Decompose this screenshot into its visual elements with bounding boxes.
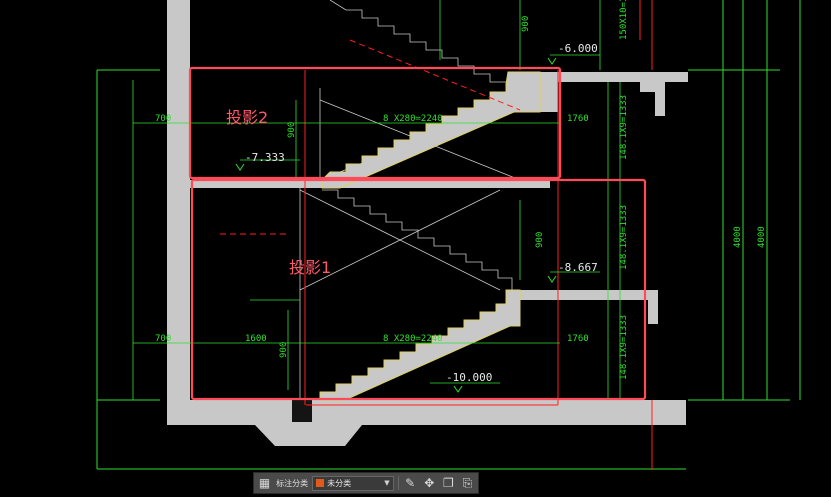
dim-900-left-upper: 900 <box>287 122 297 138</box>
elevation-lower: -10.000 <box>446 371 492 384</box>
elevation-middle-right: -8.667 <box>558 261 598 274</box>
projection-1-label: 投影1 <box>289 258 331 277</box>
edit-icon[interactable]: ✎ <box>405 476 416 490</box>
dim-900-left-lower: 900 <box>279 342 289 358</box>
projection-labels: 投影2 投影1 <box>226 108 331 277</box>
dim-stair-upper: 8 X280=2240 <box>383 114 443 124</box>
dim-700-upper: 700 <box>155 114 171 124</box>
elevation-upper: -6.000 <box>558 42 598 55</box>
projection-2-box <box>188 66 562 180</box>
dim-v-mid1: 148.1X9=1333 <box>619 95 629 160</box>
grid-icon[interactable]: ▦ <box>258 476 271 490</box>
dim-1600: 1600 <box>245 334 267 344</box>
upper-stair-flight <box>321 71 541 189</box>
dimension-lines <box>132 0 621 400</box>
walls <box>167 0 688 446</box>
projection-1-box <box>190 178 647 401</box>
toolbar-divider <box>397 476 399 490</box>
projection-2-label: 投影2 <box>226 108 268 127</box>
chevron-down-icon: ▼ <box>384 479 390 487</box>
category-color-swatch <box>316 479 325 487</box>
dim-total-2: 4000 <box>757 226 767 248</box>
projected-stair-lines <box>299 0 521 400</box>
dim-v-upper: 150X10=1500 <box>619 0 629 40</box>
elevation-markers <box>235 57 557 393</box>
dim-v-mid2: 148.1X9=1333 <box>619 205 629 270</box>
axis-lines <box>220 0 653 470</box>
copy-icon[interactable]: ❐ <box>442 476 454 490</box>
dim-1760-upper: 1760 <box>567 114 589 124</box>
dimension-texts: 700 700 1600 8 X280=2240 8 X280=2240 176… <box>155 0 767 380</box>
lower-stair-flight <box>319 289 521 401</box>
dim-1760-lower: 1760 <box>567 334 589 344</box>
move-icon[interactable]: ✥ <box>424 476 435 490</box>
frame-lines <box>96 0 801 470</box>
dim-stair-lower: 8 X280=2240 <box>383 334 443 344</box>
dim-900-top: 900 <box>521 16 531 32</box>
category-select-value: 未分类 <box>327 478 352 488</box>
annotation-toolbar: ▦ 标注分类 未分类 ▼ ✎ ✥ ❐ ⎘ <box>253 472 479 494</box>
dim-900-mid: 900 <box>535 232 545 248</box>
elevation-middle-left: -7.333 <box>245 151 285 164</box>
paste-icon[interactable]: ⎘ <box>462 475 473 490</box>
projection-boxes <box>188 66 647 401</box>
elevation-texts: -6.000 -7.333 -8.667 -10.000 <box>245 42 598 384</box>
dim-v-lower: 148.1X9=1333 <box>619 315 629 380</box>
category-label: 标注分类 <box>276 478 309 488</box>
dim-total-1: 4000 <box>733 226 743 248</box>
dim-700-lower: 700 <box>155 334 171 344</box>
category-select[interactable]: 未分类 ▼ <box>312 475 394 491</box>
